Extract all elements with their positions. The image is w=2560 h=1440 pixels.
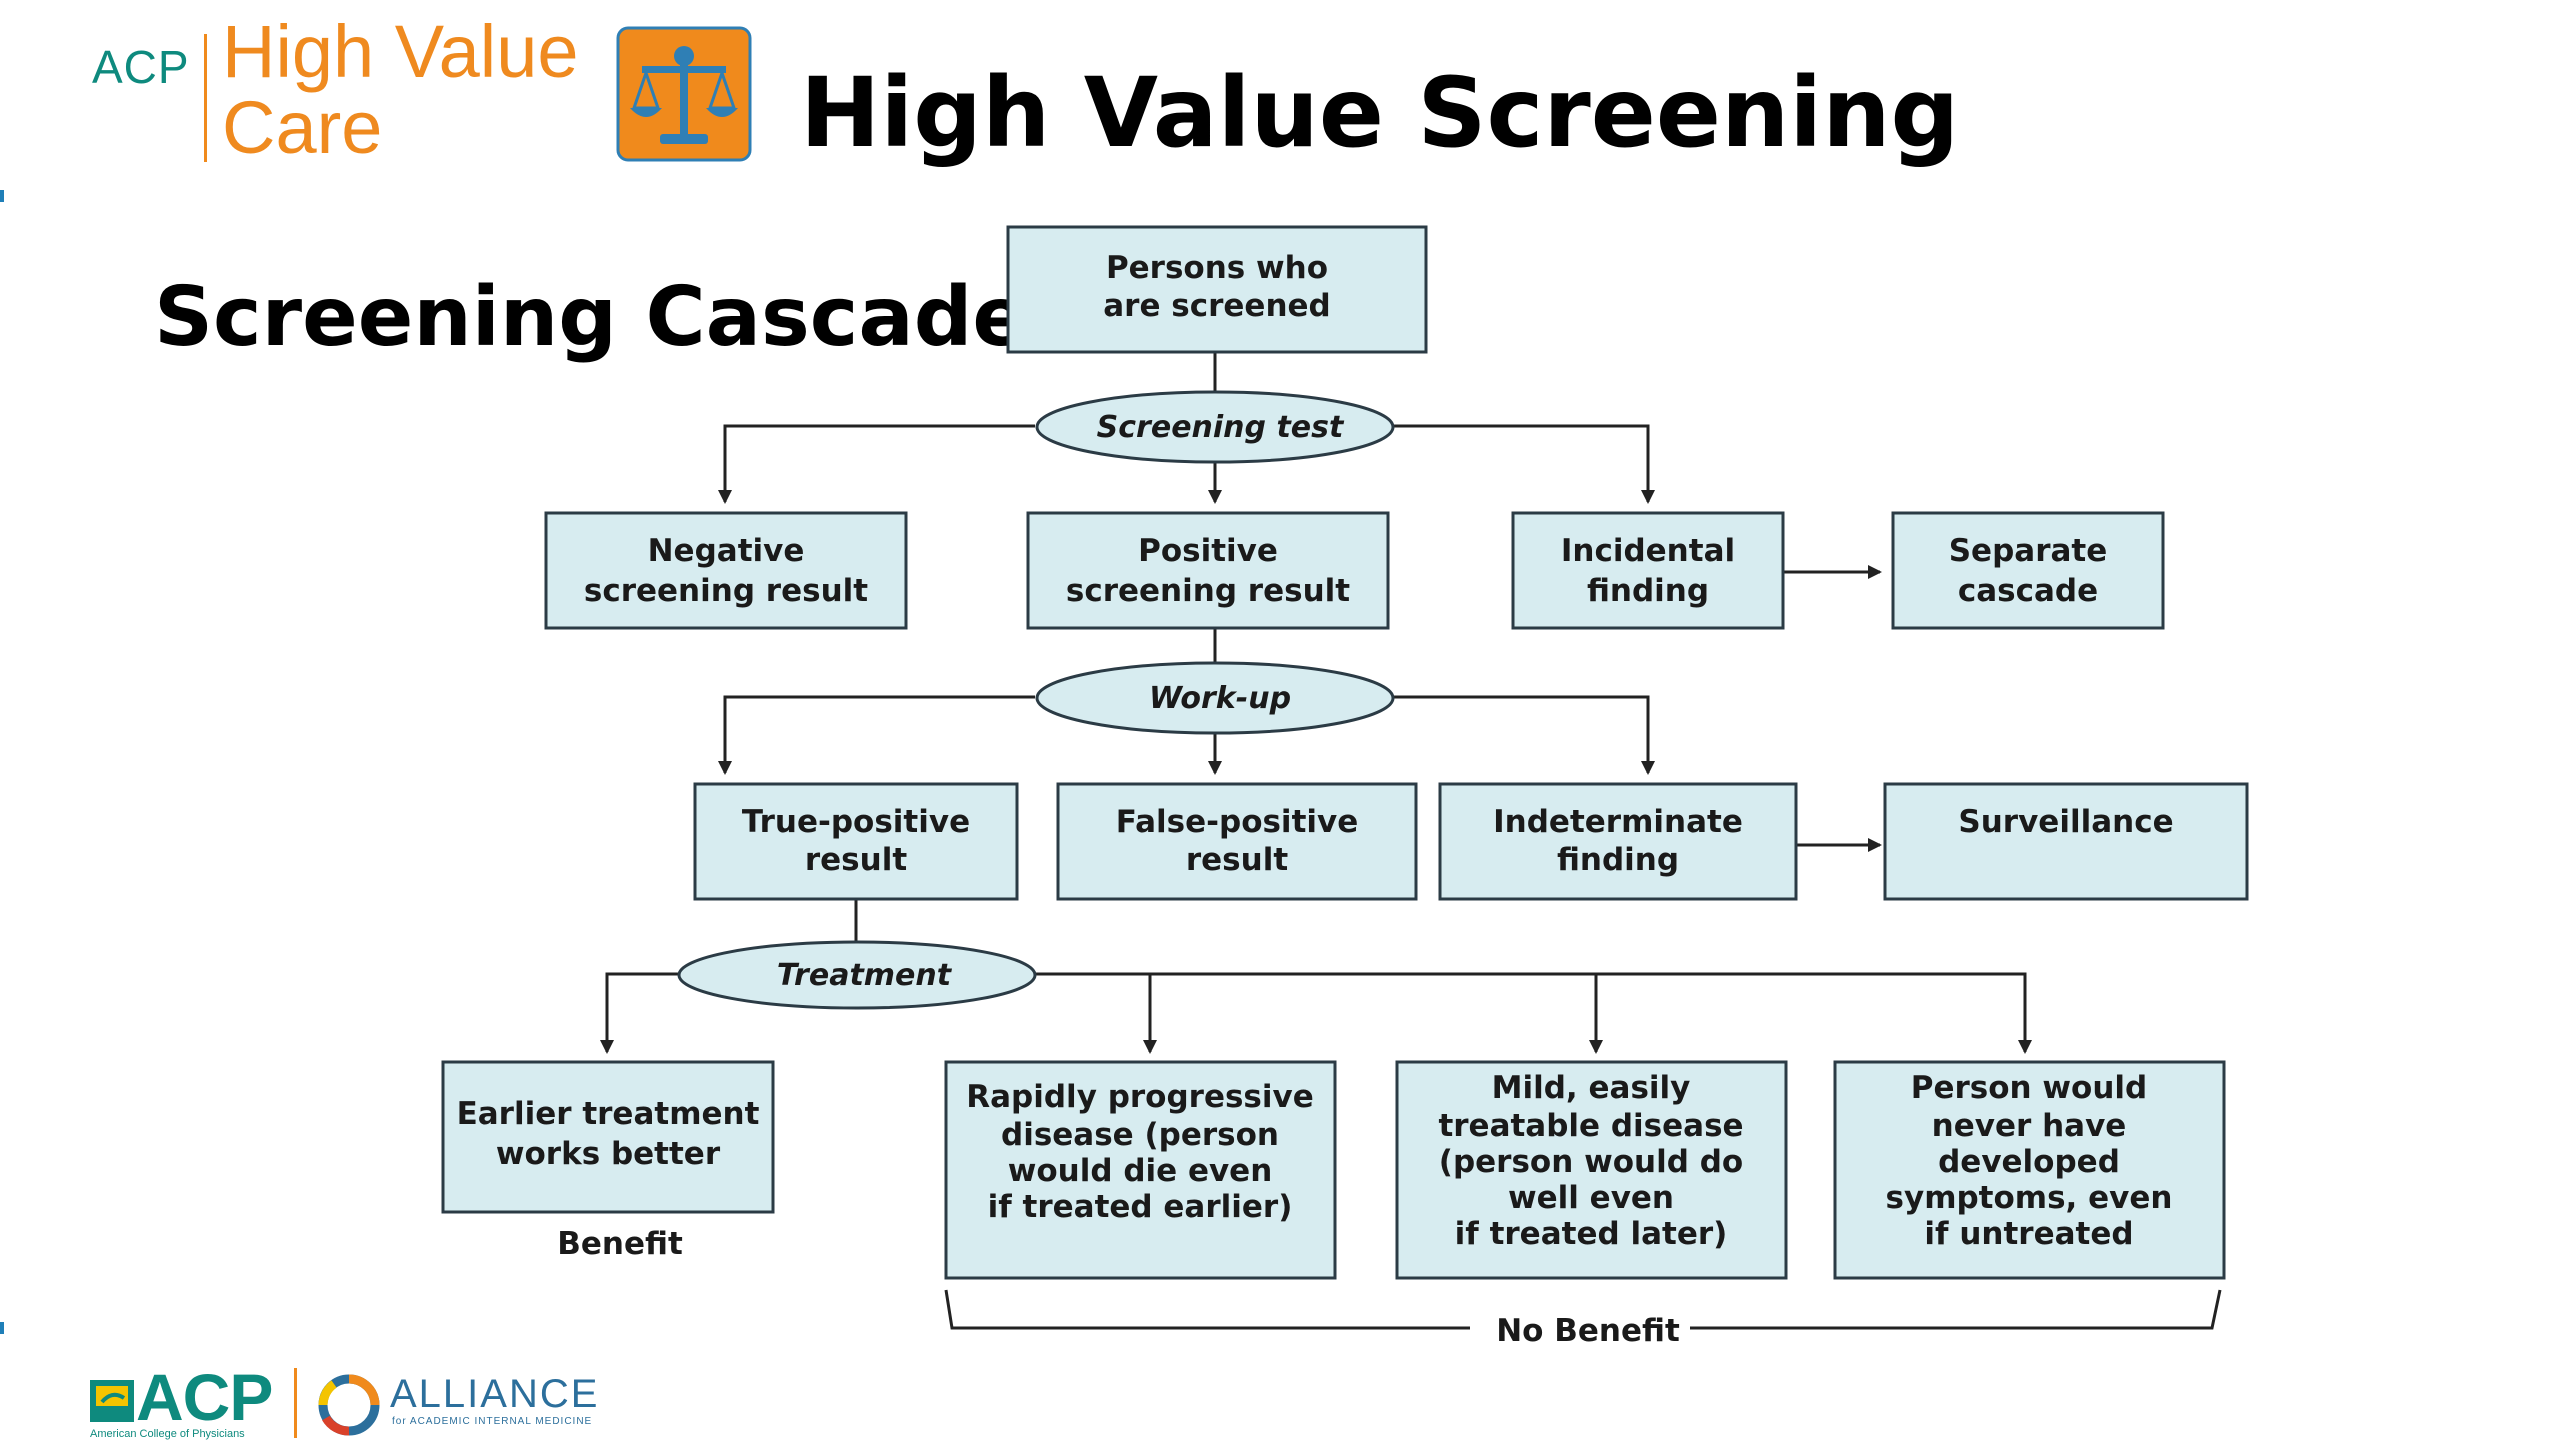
box-true-positive <box>693 782 1019 901</box>
box-earlier-treatment <box>441 1060 775 1214</box>
box-negative-result <box>544 511 908 630</box>
brand-high-value-care: High Value Care <box>222 14 579 166</box>
ellipse-work-up <box>1035 661 1395 735</box>
box-false-positive <box>1056 782 1418 901</box>
box-separate-cascade <box>1891 511 2165 630</box>
alliance-ring-icon <box>318 1374 380 1436</box>
footer-acp-logo: ACP <box>136 1360 273 1434</box>
scales-of-justice-icon <box>616 26 752 162</box>
footer-alliance-subtext: for ACADEMIC INTERNAL MEDICINE <box>392 1416 593 1427</box>
edge-mark <box>0 190 4 202</box>
box-never-symptoms <box>1833 1060 2226 1280</box>
box-surveillance <box>1883 782 2249 901</box>
acp-logo-icon <box>90 1380 134 1422</box>
footer-divider <box>294 1368 297 1438</box>
ellipse-treatment <box>677 940 1037 1010</box>
box-persons-screened <box>1006 225 1428 354</box>
no-benefit-label: No Benefit <box>1496 1313 1680 1349</box>
connector-lines <box>600 350 2222 1330</box>
box-mild-disease <box>1395 1060 1788 1280</box>
slide-subtitle: Screening Cascade4 <box>154 270 1061 366</box>
box-positive-result <box>1026 511 1390 630</box>
box-indeterminate <box>1438 782 1798 901</box>
label-surveillance: Surveillance <box>1958 804 2173 840</box>
brand-hvc-line2: Care <box>222 86 383 169</box>
brand-hvc-line1: High Value <box>222 10 579 93</box>
brand-divider <box>204 34 207 162</box>
footer-alliance-logo: ALLIANCE <box>390 1372 600 1416</box>
page-title: High Value Screening <box>800 57 1960 169</box>
footer-acp-subtext: American College of Physicians <box>90 1428 245 1440</box>
ellipse-screening-test <box>1035 390 1395 464</box>
subtitle-text: Screening Cascade <box>154 270 1029 365</box>
boxes <box>441 225 2249 1280</box>
edge-mark <box>0 1322 4 1334</box>
ellipse-labels: Screening test Work-up Treatment <box>777 410 1345 993</box>
label-screening-test: Screening test <box>1097 410 1345 445</box>
box-rapidly-progressive <box>944 1060 1337 1280</box>
label-work-up: Work-up <box>1149 681 1291 716</box>
label-treatment: Treatment <box>777 958 953 993</box>
brand-acp-label: ACP <box>92 41 190 93</box>
box-incidental-finding <box>1511 511 1785 630</box>
benefit-label: Benefit <box>557 1226 683 1262</box>
